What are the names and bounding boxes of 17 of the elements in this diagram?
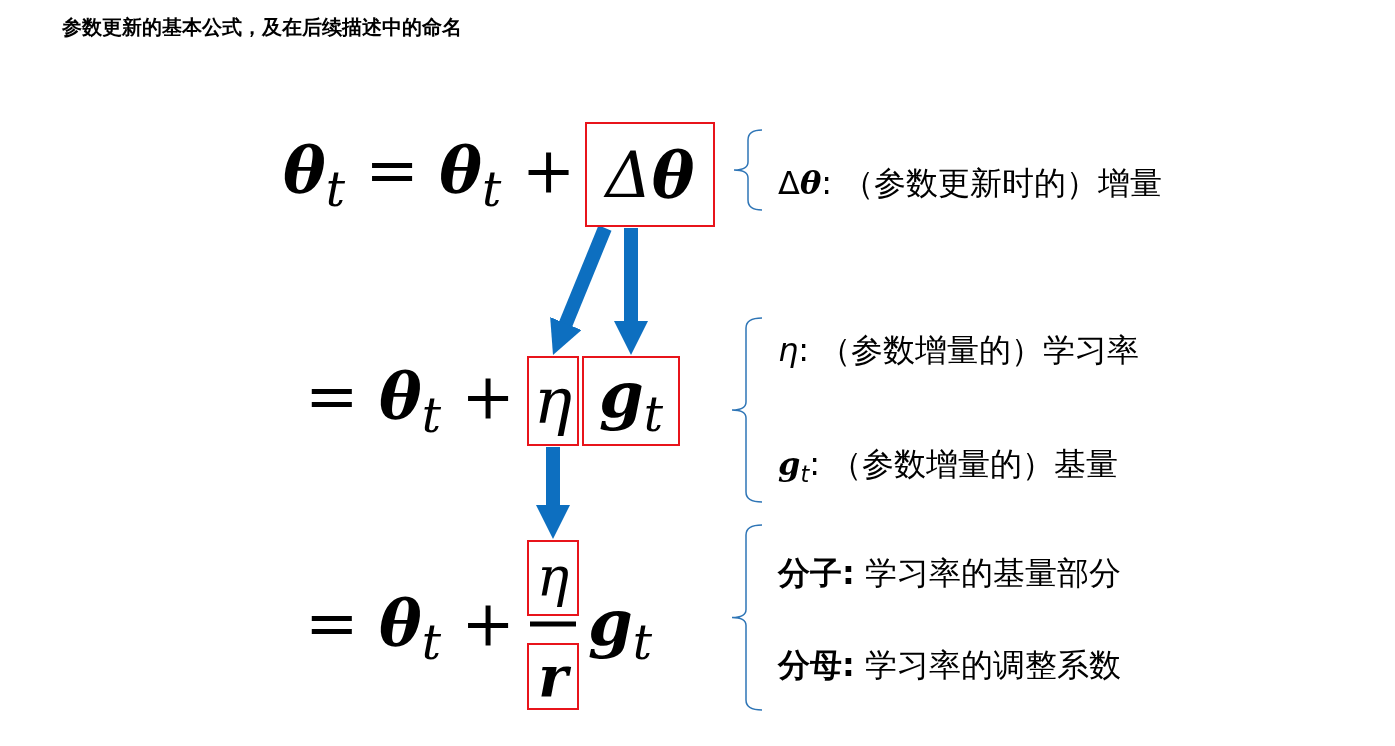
arrow bbox=[614, 228, 648, 355]
title: 参数更新的基本公式，及在后续描述中的命名 bbox=[62, 14, 462, 41]
equation-text: g$_{t}$ bbox=[588, 590, 653, 666]
arrow bbox=[536, 447, 570, 539]
highlight-box: g$_{t}$ bbox=[582, 356, 680, 446]
highlight-box: η bbox=[527, 540, 579, 616]
highlight-box: Δθ bbox=[585, 122, 715, 227]
annotation-text: 分母: 学习率的调整系数 bbox=[778, 649, 1121, 681]
annotation-text: Δθ: （参数更新时的）增量 bbox=[778, 167, 1163, 199]
annotation-text: g$_{t}$: （参数增量的）基量 bbox=[778, 448, 1119, 486]
highlight-box: r bbox=[527, 643, 579, 710]
highlight-box: η bbox=[527, 356, 579, 446]
equation-text: = θ$_{t}$ + bbox=[305, 590, 515, 666]
annotation-text: 分子: 学习率的基量部分 bbox=[778, 557, 1121, 589]
annotation-text: η: （参数增量的）学习率 bbox=[778, 334, 1140, 366]
equation-text: = θ$_{t}$ + bbox=[305, 363, 515, 439]
equation-text: θ$_{t}$ = θ$_{t}$ + bbox=[283, 137, 576, 213]
